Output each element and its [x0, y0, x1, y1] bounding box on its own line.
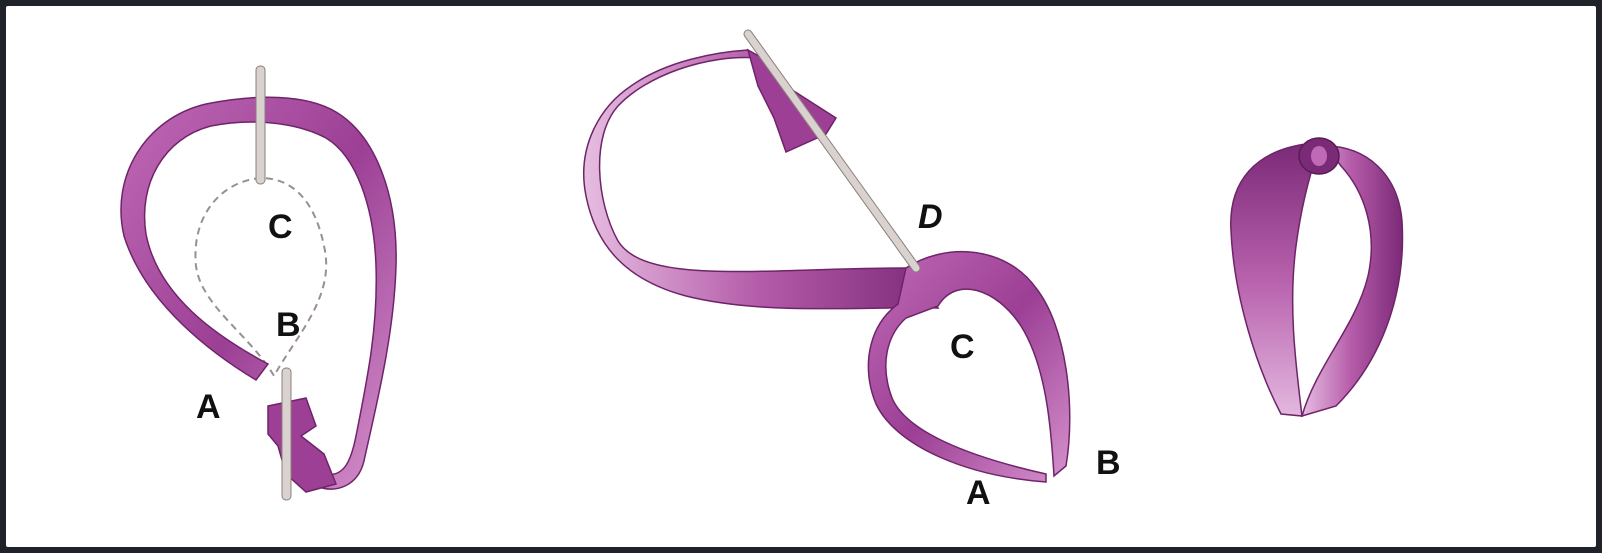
knot-highlight	[1311, 146, 1327, 166]
step-2: D C A B	[584, 34, 1121, 512]
ribbon-stitch-diagram: C B A D C A B	[6, 6, 1596, 547]
step-3-finished-stitch	[1231, 138, 1403, 416]
point-label-a: A	[966, 474, 991, 512]
point-label-c: C	[268, 208, 293, 246]
ribbon-twist	[268, 398, 336, 492]
ribbon-petal-left	[1231, 144, 1318, 416]
needle-icon	[282, 368, 291, 500]
point-label-a: A	[196, 388, 221, 426]
needle-icon	[748, 34, 916, 268]
point-label-c: C	[950, 328, 975, 366]
needle-icon	[256, 66, 265, 184]
point-label-d: D	[918, 198, 943, 236]
point-label-b: B	[1096, 444, 1121, 482]
diagram-frame: C B A D C A B	[6, 6, 1596, 547]
point-label-b: B	[276, 306, 301, 344]
step-1: C B A	[121, 66, 396, 500]
ribbon-petal-right	[1302, 146, 1402, 416]
